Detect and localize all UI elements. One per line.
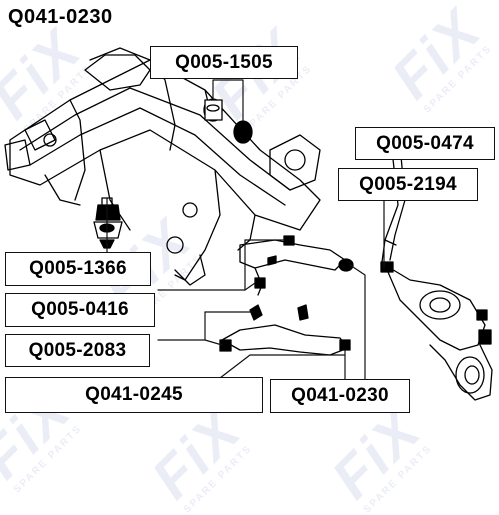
lower-arm	[219, 304, 351, 356]
stabilizer-bushing	[93, 197, 123, 249]
subframe	[4, 47, 321, 286]
part-label-q005-1505[interactable]: Q005-1505	[150, 46, 298, 79]
part-label-q041-0230[interactable]: Q041-0230	[270, 379, 410, 413]
part-label-q041-0245[interactable]: Q041-0245	[5, 377, 263, 413]
leader-lines	[106, 79, 401, 381]
suspension-drawing	[4, 47, 493, 401]
part-label-q005-0416[interactable]: Q005-0416	[5, 293, 155, 327]
part-label-q005-2083[interactable]: Q005-2083	[5, 334, 150, 367]
upper-arm	[239, 235, 354, 296]
bushing-pair	[203, 98, 253, 144]
page-title: Q041-0230	[8, 6, 113, 28]
part-label-q005-1366[interactable]: Q005-1366	[5, 252, 151, 286]
part-label-q005-2194[interactable]: Q005-2194	[338, 168, 478, 201]
part-label-q005-0474[interactable]: Q005-0474	[355, 127, 495, 160]
